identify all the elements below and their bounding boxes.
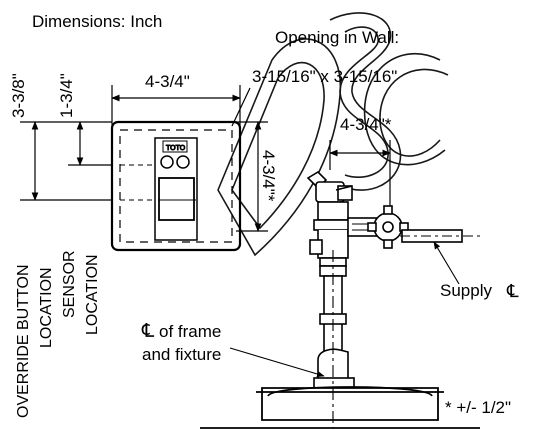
override-height-label: 3-3/8" (9, 73, 28, 118)
sensor-window (158, 177, 195, 221)
opening-leader (231, 87, 251, 127)
wall-opening-size: 3-15/16" x 3-15/16" (252, 67, 397, 86)
override-button-icon (160, 155, 174, 169)
tolerance-note: * +/- 1/2" (445, 398, 511, 417)
wall-plate (110, 120, 242, 252)
dimensions-note: Dimensions: Inch (32, 12, 162, 31)
wall-opening-label: Opening in Wall: (275, 28, 399, 47)
override-label-line1: OVERRIDE BUTTON (15, 265, 32, 419)
supply-centerline-symbol: ℄ (506, 281, 519, 301)
fixture (200, 386, 480, 429)
frame-centerline (229, 250, 334, 428)
flush-panel: TOTO (154, 137, 198, 241)
sensor-label-line1: SENSOR (61, 250, 78, 318)
plate-width-dimension (111, 85, 241, 125)
flush-valve (306, 170, 463, 389)
sensor-window-icon (176, 155, 190, 169)
frame-centerline-symbol: ℄ (141, 321, 155, 342)
override-label-line2: LOCATION (38, 267, 55, 348)
left-dimensions (20, 121, 112, 201)
plate-height-label: 4-3/4"* (259, 150, 278, 202)
valve-offset-label: 4-3/4"* (340, 115, 392, 134)
supply-label: Supply (440, 281, 492, 300)
sensor-height-label: 1-3/4" (57, 73, 76, 118)
sensor-label-line2: LOCATION (84, 254, 101, 335)
watermark (217, 12, 449, 257)
plate-width-label: 4-3/4" (145, 72, 190, 91)
panel-brand: TOTO (166, 145, 186, 152)
frame-label-line1: of frame (159, 322, 221, 341)
frame-label-line2: and fixture (142, 345, 221, 364)
supply-centerline (400, 235, 480, 285)
plate-height-dimension (236, 121, 268, 232)
